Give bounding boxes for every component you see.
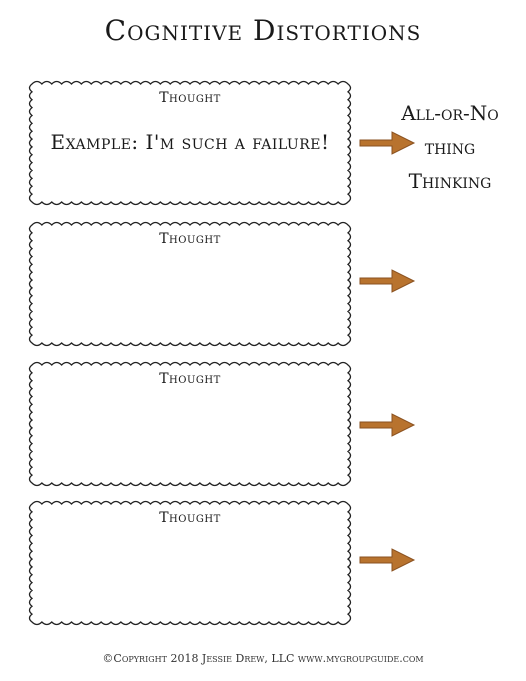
right-arrow-icon [359, 269, 416, 293]
scalloped-frame [28, 361, 352, 487]
page-title: Cognitive Distortions [104, 14, 422, 47]
thought-label: Thought [159, 231, 221, 247]
copyright-footer: ©Copyright 2018 Jessie Drew, LLC www.myg… [102, 652, 424, 665]
thought-label: Thought [159, 371, 221, 387]
right-arrow-icon [359, 548, 416, 572]
arrow-shape [359, 413, 416, 437]
frame-outline [28, 500, 352, 626]
scalloped-frame [28, 221, 352, 347]
arrow-shape [359, 548, 416, 572]
frame-outline [28, 80, 352, 206]
scalloped-frame [28, 80, 352, 206]
thought-box-1: Thought Example: I'm such a failure! [26, 78, 354, 208]
arrow-shape [359, 131, 416, 155]
frame-outline [28, 361, 352, 487]
right-arrow-icon [359, 131, 416, 155]
thought-box-3: Thought [26, 359, 354, 489]
right-arrow-icon [359, 413, 416, 437]
scalloped-frame [28, 500, 352, 626]
arrow-shape [359, 269, 416, 293]
distortion-label: All-or-No thing Thinking [401, 101, 499, 193]
frame-outline [28, 221, 352, 347]
example-text: Example: I'm such a failure! [50, 130, 330, 154]
thought-box-2: Thought [26, 219, 354, 349]
thought-box-4: Thought [26, 498, 354, 628]
thought-label: Thought [159, 510, 221, 526]
thought-label: Thought [159, 90, 221, 106]
